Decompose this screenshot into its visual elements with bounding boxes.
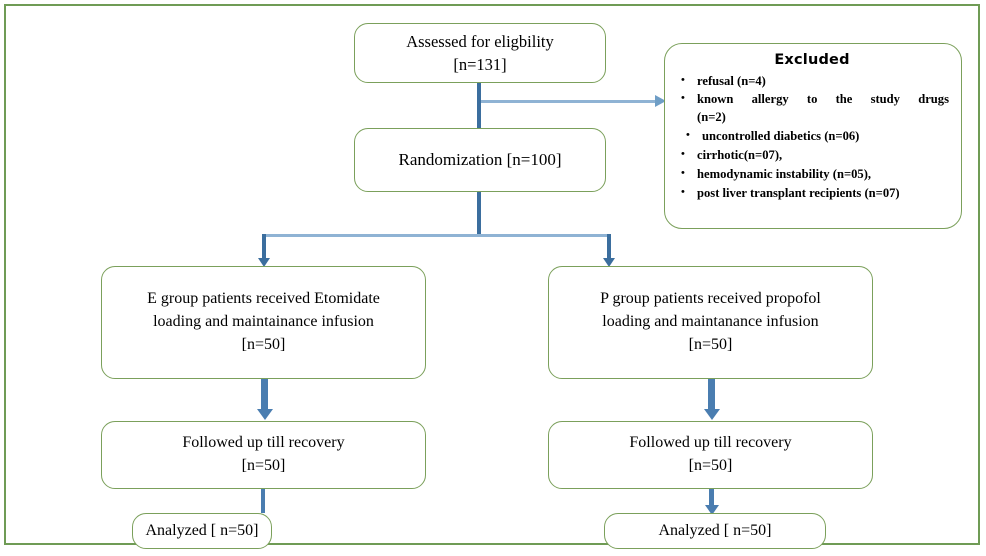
connector-to-excluded-line [481, 100, 657, 103]
node-egroup-line1: E group patients received Etomidate [147, 290, 380, 308]
connector-pgroup-to-followup-arrowhead-icon [704, 409, 720, 420]
node-followup-left-line1: Followed up till recovery [182, 434, 345, 452]
excluded-reason-list: refusal (n=4) known allergy to the study… [671, 73, 953, 204]
node-followup-right: Followed up till recovery [n=50] [548, 421, 873, 489]
node-randomization-line1: Randomization [n=100] [398, 149, 562, 169]
node-analyzed-left: Analyzed [ n=50] [132, 513, 272, 549]
connector-followup-to-analyzed-right [709, 489, 714, 511]
node-egroup-line2: loading and maintainance infusion [153, 313, 374, 331]
node-egroup-line3: [n=50] [241, 335, 286, 353]
outer-frame-border [4, 4, 980, 545]
node-analyzed-right: Analyzed [ n=50] [604, 513, 826, 549]
list-item: post liver transplant recipients (n=07) [681, 185, 949, 203]
node-propofol-group: P group patients received propofol loadi… [548, 266, 873, 379]
excluded-item-5: hemodynamic instability (n=05), [697, 166, 872, 181]
node-excluded: Excluded refusal (n=4) known allergy to … [664, 43, 962, 229]
node-followup-right-line1: Followed up till recovery [629, 434, 792, 452]
excluded-item-2: (n=2) [697, 110, 726, 125]
list-item: hemodynamic instability (n=05), [681, 166, 949, 184]
list-item: refusal (n=4) [681, 73, 949, 91]
excluded-item-6: post liver transplant recipients (n=07) [697, 185, 900, 200]
node-pgroup-line3: [n=50] [688, 335, 733, 353]
connector-split-right-arrowhead-icon [603, 258, 615, 267]
node-excluded-title: Excluded [774, 52, 850, 68]
node-followup-right-line2: [n=50] [688, 457, 733, 474]
excluded-item-0: refusal (n=4) [697, 73, 766, 88]
node-eligibility-line2: [n=131] [453, 55, 507, 74]
connector-egroup-to-followup [261, 379, 268, 413]
node-analyzed-left-line1: Analyzed [ n=50] [145, 521, 259, 539]
excluded-item-1: known allergy to the study drugs [697, 92, 949, 107]
connector-eligibility-to-randomization [477, 83, 481, 128]
connector-split-right-drop [607, 234, 611, 260]
connector-egroup-to-followup-arrowhead-icon [257, 409, 273, 420]
connector-to-excluded-arrowhead-icon [655, 95, 666, 107]
list-item: cirrhotic(n=07), [681, 147, 949, 165]
node-eligibility-line1: Assessed for eligbility [406, 31, 554, 51]
connector-randomization-stem [477, 192, 481, 236]
node-followup-left-line2: [n=50] [241, 457, 286, 474]
list-item: uncontrolled diabetics (n=06) [681, 128, 949, 146]
node-analyzed-right-line1: Analyzed [ n=50] [658, 521, 772, 539]
node-randomization: Randomization [n=100] [354, 128, 606, 192]
connector-pgroup-to-followup [708, 379, 715, 413]
node-followup-left: Followed up till recovery [n=50] [101, 421, 426, 489]
node-etomidate-group: E group patients received Etomidate load… [101, 266, 426, 379]
node-pgroup-line2: loading and maintanance infusion [602, 313, 819, 331]
excluded-item-4: cirrhotic(n=07), [697, 148, 783, 163]
connector-split-left-arrowhead-icon [258, 258, 270, 267]
connector-followup-to-analyzed-right-arrowhead-icon [705, 505, 719, 515]
node-pgroup-line1: P group patients received propofol [600, 290, 821, 308]
list-item: known allergy to the study drugs (n=2) [681, 91, 949, 127]
connector-split-left-drop [262, 234, 266, 260]
excluded-item-3: uncontrolled diabetics (n=06) [702, 129, 860, 144]
node-assessed-for-eligibility: Assessed for eligbility [n=131] [354, 23, 606, 83]
connector-followup-to-analyzed-left [261, 489, 265, 513]
connector-split-horizontal [262, 234, 611, 237]
